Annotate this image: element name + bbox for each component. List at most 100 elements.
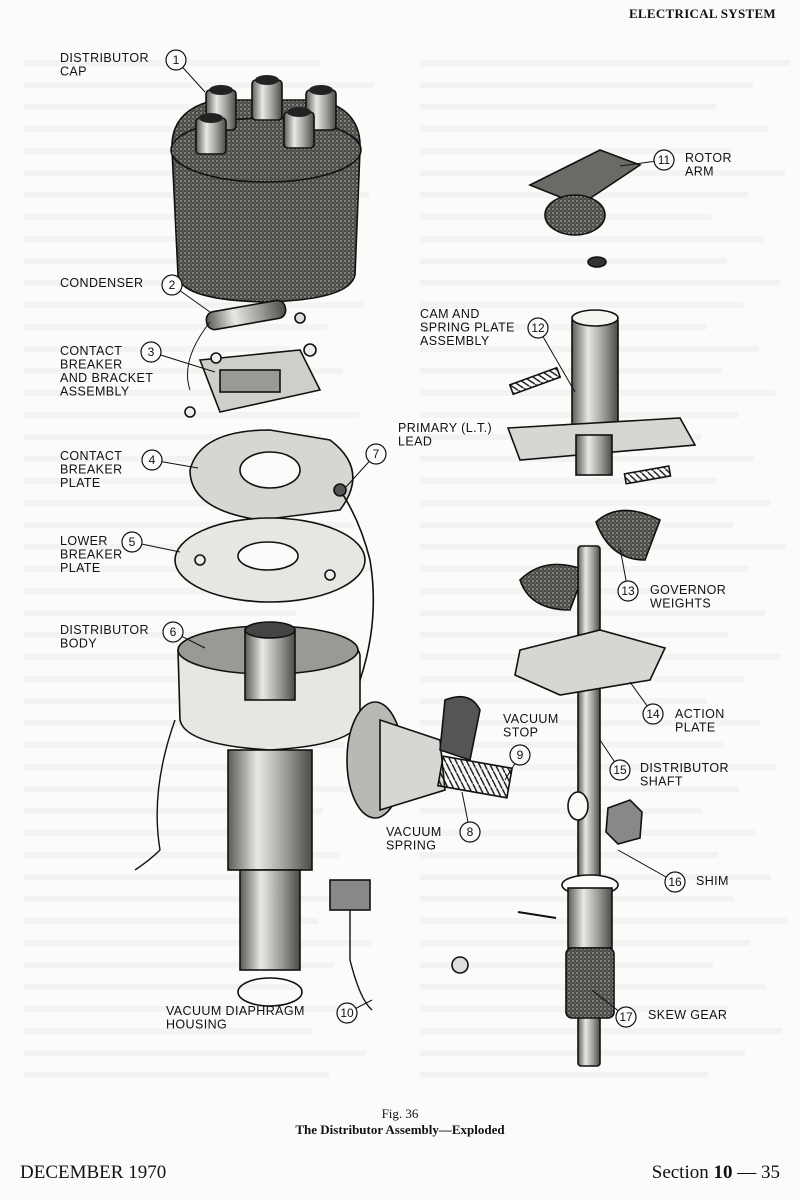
ghost-line (24, 764, 307, 770)
callout-number-13: 13 (621, 584, 635, 598)
callout-label-8-line-2: SPRING (386, 839, 436, 853)
callout-number-15: 15 (613, 763, 627, 777)
ghost-line (420, 852, 718, 858)
leader-line-16 (617, 849, 676, 883)
callout-circle-4 (141, 449, 163, 471)
ghost-line (24, 170, 316, 176)
page-section: Section 10 — 35 (652, 1162, 780, 1184)
callout-label-2-line-1: CONDENSER (60, 276, 143, 290)
callout-circle-11 (653, 149, 675, 171)
ghost-line (24, 588, 333, 594)
ghost-line (24, 720, 291, 726)
callout-label-4-line-2: BREAKER (60, 463, 123, 477)
callout-circle-8 (459, 821, 481, 843)
callout-circle-17 (615, 1006, 637, 1028)
callout-circle-5 (121, 531, 143, 553)
ghost-line (24, 698, 328, 704)
callouts: 1DISTRIBUTORCAP2CONDENSER3CONTACTBREAKER… (60, 49, 732, 1032)
ghost-line (420, 126, 769, 132)
callout-label-1-line-2: CAP (60, 65, 87, 79)
cam-spring-plate-drawing (506, 309, 697, 485)
section-title: ELECTRICAL SYSTEM (628, 6, 776, 21)
ghost-line (24, 852, 339, 858)
callout-number-9: 9 (517, 748, 524, 762)
ghost-line (420, 236, 764, 242)
ghost-line (24, 1028, 313, 1034)
callout-number-5: 5 (129, 535, 136, 549)
callout-circle-7 (365, 443, 387, 465)
callout-circle-3 (140, 341, 162, 363)
ghost-line (24, 500, 301, 506)
ghost-line (24, 918, 318, 924)
ghost-line (420, 324, 706, 330)
page-date: DECEMBER 1970 (20, 1162, 167, 1183)
callout-label-3-line-2: BREAKER (60, 358, 123, 372)
callout-label-6-line-2: BODY (60, 637, 97, 651)
callout-label-6-line-1: DISTRIBUTOR (60, 623, 149, 637)
ghost-line (24, 874, 302, 880)
ghost-line (420, 104, 716, 110)
callout-label-7-line-2: LEAD (398, 435, 432, 449)
section-prefix: Section (651, 1162, 709, 1183)
skew-gear-drawing (517, 874, 619, 1019)
callout-circle-15 (609, 759, 631, 781)
section-number: 10 (713, 1162, 733, 1183)
callout-circle-1 (165, 49, 187, 71)
ghost-line (420, 742, 723, 748)
ghost-line (24, 236, 295, 242)
callout-number-6: 6 (170, 625, 177, 639)
ghost-line (24, 786, 360, 792)
callout-label-13-line-2: WEIGHTS (650, 597, 711, 611)
ghost-line (420, 544, 786, 550)
ghost-line (420, 302, 743, 308)
callout-circle-10 (336, 1002, 358, 1024)
callout-label-12-line-3: ASSEMBLY (420, 334, 490, 348)
callout-label-15-line-2: SHAFT (640, 775, 683, 789)
ghost-line (24, 1006, 350, 1012)
callout-number-8: 8 (467, 825, 474, 839)
ghost-line (24, 742, 344, 748)
callout-label-5-line-3: PLATE (60, 561, 101, 575)
ghost-line (24, 522, 354, 528)
ghost-line (420, 280, 780, 286)
callout-label-15-line-1: DISTRIBUTOR (640, 761, 729, 775)
callout-number-16: 16 (668, 875, 682, 889)
ghost-line (420, 60, 790, 66)
callout-label-3-line-3: AND BRACKET (60, 371, 153, 385)
callout-label-4-line-1: CONTACT (60, 449, 122, 463)
condenser-drawing (187, 299, 306, 391)
callout-label-13-line-1: GOVERNOR (650, 583, 726, 597)
callout-label-17-line-1: SKEW GEAR (648, 1008, 727, 1022)
callout-circle-16 (664, 871, 686, 893)
ghost-line (420, 368, 722, 374)
callout-label-16-line-1: SHIM (696, 874, 729, 888)
background-text-ghost (24, 60, 790, 1078)
callout-label-9-line-1: VACUUM (503, 712, 559, 726)
callout-number-14: 14 (646, 707, 660, 721)
callout-label-14-line-2: PLATE (675, 721, 716, 735)
ghost-line (24, 324, 327, 330)
ghost-line (420, 82, 753, 88)
callout-label-1-line-1: DISTRIBUTOR (60, 51, 149, 65)
ghost-line (420, 808, 702, 814)
callout-number-1: 1 (173, 53, 180, 67)
governor-weights-drawing (519, 509, 662, 611)
callout-number-11: 11 (658, 153, 671, 167)
callout-number-12: 12 (531, 321, 545, 335)
ghost-line (420, 148, 732, 154)
lower-breaker-plate-drawing (174, 517, 366, 603)
leader-line-3 (150, 351, 216, 373)
callout-label-7-line-1: PRIMARY (L.T.) (398, 421, 492, 435)
ghost-line (420, 698, 707, 704)
callout-label-4-line-3: PLATE (60, 476, 101, 490)
callout-number-3: 3 (148, 345, 155, 359)
callout-label-3-line-1: CONTACT (60, 344, 122, 358)
callout-number-2: 2 (169, 278, 176, 292)
callout-number-7: 7 (373, 447, 380, 461)
callout-circle-6 (162, 621, 184, 643)
section-sep: — (737, 1162, 757, 1183)
callout-label-10-line-1: VACUUM DIAPHRAGM (166, 1004, 305, 1018)
ghost-line (24, 302, 364, 308)
ghost-line (420, 478, 717, 484)
